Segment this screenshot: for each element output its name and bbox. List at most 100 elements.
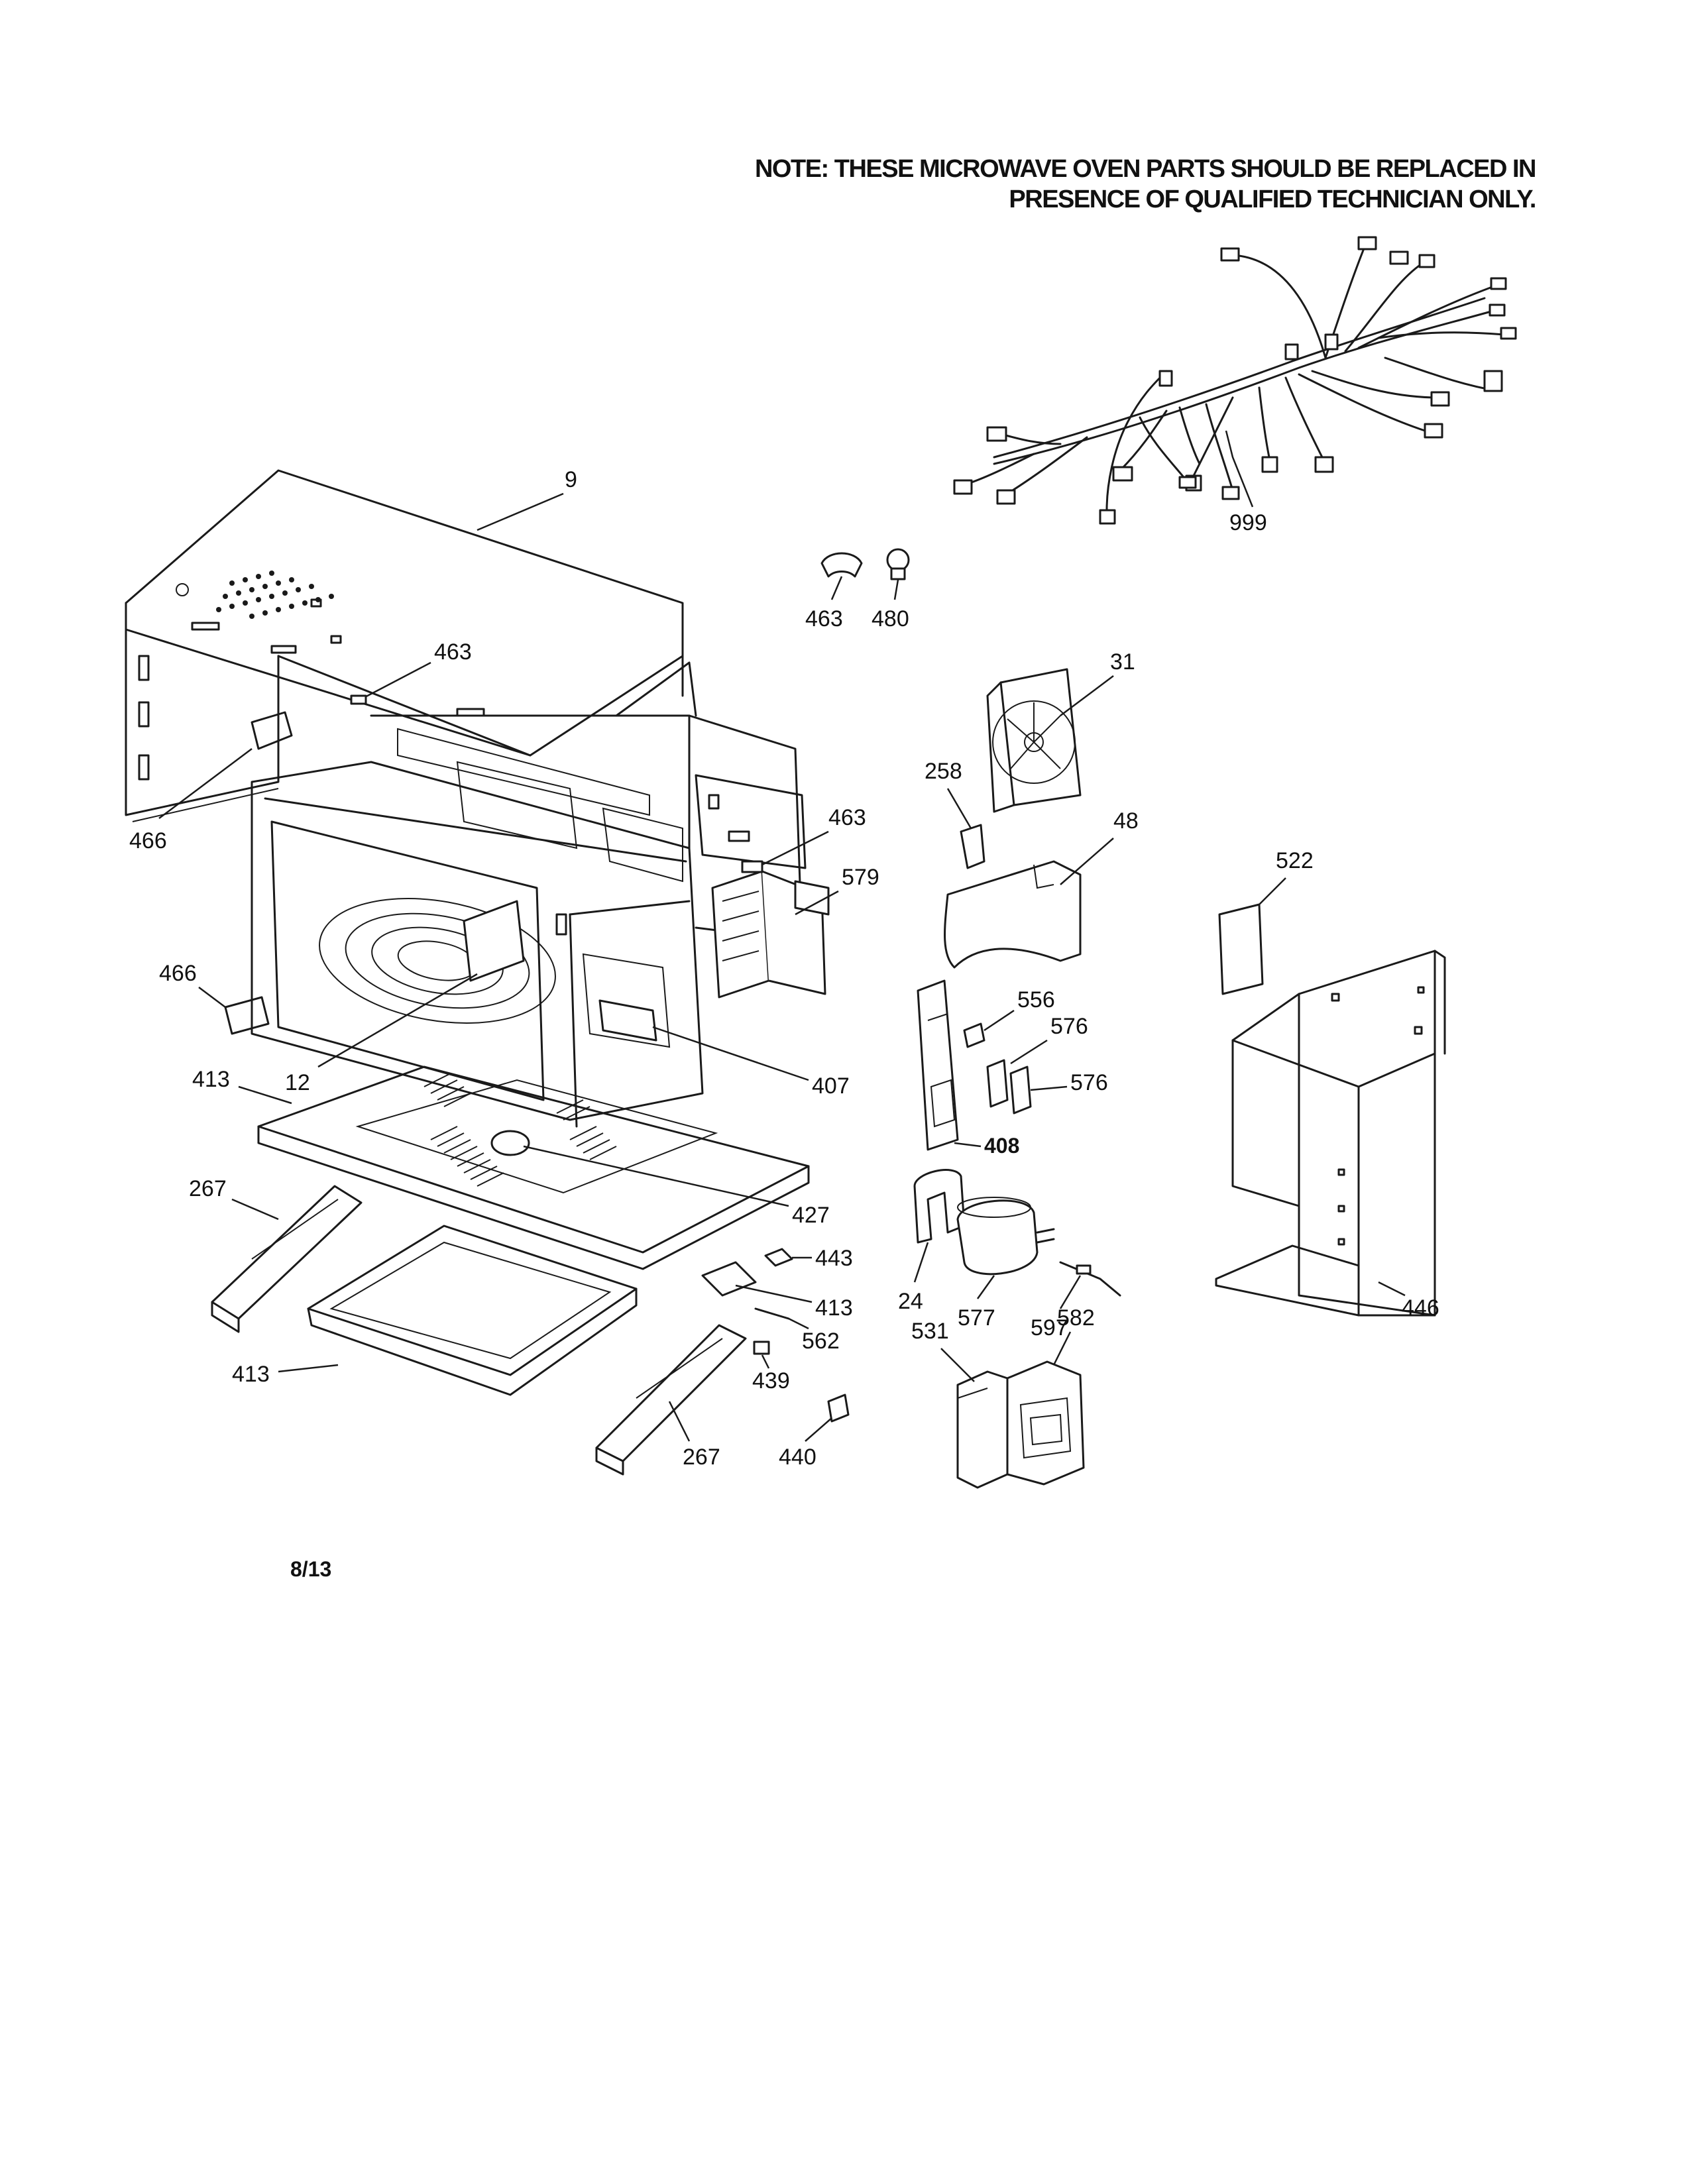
part-label-48: 48 — [1113, 808, 1139, 834]
leader-440 — [805, 1417, 832, 1442]
air-guide-48 — [944, 860, 1082, 969]
base-plate-drawing — [257, 1065, 810, 1270]
switch-576-a — [986, 1059, 1009, 1108]
leader-267-left — [231, 1198, 279, 1221]
sensor-440 — [827, 1393, 850, 1423]
bracket-407 — [598, 999, 657, 1042]
switch-576-b — [1009, 1065, 1032, 1115]
thermostat-439 — [753, 1340, 770, 1355]
part-label-439: 439 — [752, 1368, 790, 1393]
leader-597 — [1059, 1275, 1082, 1309]
outer-cabinet-drawing — [125, 469, 684, 822]
fan-assembly-31 — [986, 668, 1082, 813]
leader-413-base — [238, 1085, 292, 1105]
part-label-443: 443 — [815, 1246, 853, 1271]
thermostat-443 — [764, 1248, 793, 1267]
part-label-407: 407 — [812, 1073, 850, 1099]
part-label-408: 408 — [984, 1134, 1019, 1158]
part-label-463-top: 463 — [805, 606, 843, 631]
part-label-466-upper: 466 — [129, 828, 167, 853]
part-label-463-magnetron: 463 — [828, 805, 866, 830]
bracket-466-lower — [224, 996, 270, 1035]
filter-522 — [1218, 903, 1264, 995]
part-label-576-lower: 576 — [1070, 1070, 1108, 1095]
leader-466-upper — [158, 748, 253, 819]
latch-board-408 — [917, 979, 959, 1151]
leader-466-lower — [198, 987, 226, 1008]
leader-999 — [1225, 430, 1254, 508]
part-label-480: 480 — [872, 606, 909, 631]
leader-576-lower — [1030, 1085, 1068, 1091]
leader-48 — [1060, 838, 1114, 885]
part-label-463-cabinet: 463 — [434, 639, 472, 665]
part-label-466-lower: 466 — [159, 961, 197, 986]
bracket-258 — [960, 824, 985, 869]
technician-note: NOTE: THESE MICROWAVE OVEN PARTS SHOULD … — [608, 154, 1537, 215]
transformer-582 — [956, 1360, 1085, 1489]
part-label-24: 24 — [898, 1289, 923, 1314]
part-label-413-tray: 413 — [232, 1362, 270, 1387]
part-label-556: 556 — [1017, 987, 1055, 1012]
capacitor-bracket-24 — [913, 1169, 966, 1244]
leader-9 — [477, 492, 564, 531]
leader-463-cabinet — [361, 661, 431, 700]
note-line-2: PRESENCE OF QUALIFIED TECHNICIAN ONLY. — [1009, 186, 1536, 213]
rail-267-right — [595, 1324, 747, 1476]
part-label-267-right: 267 — [683, 1445, 720, 1470]
diode-597-body — [1076, 1264, 1092, 1275]
part-label-562: 562 — [802, 1329, 840, 1354]
part-label-258: 258 — [925, 759, 962, 784]
bracket-413-small — [701, 1261, 757, 1297]
diode-597 — [1059, 1261, 1121, 1297]
part-label-522: 522 — [1276, 848, 1314, 873]
leader-408 — [954, 1142, 982, 1148]
leader-267-right — [668, 1401, 691, 1442]
leader-556 — [984, 1009, 1015, 1032]
knob-480-base — [890, 567, 906, 580]
leader-576-upper — [1010, 1039, 1048, 1065]
leader-413-tray — [278, 1364, 339, 1373]
leader-413-small — [735, 1284, 813, 1303]
part-label-597: 597 — [1031, 1315, 1068, 1340]
clip-463-top — [820, 552, 863, 578]
waveguide-cover-12 — [463, 900, 525, 982]
part-label-267-left: 267 — [189, 1176, 227, 1201]
page-code: 8/13 — [290, 1557, 332, 1581]
leader-427 — [523, 1145, 789, 1207]
part-label-531: 531 — [911, 1319, 949, 1344]
part-label-446: 446 — [1402, 1295, 1439, 1321]
leader-582 — [1052, 1331, 1072, 1366]
leader-439 — [761, 1354, 770, 1369]
part-label-9: 9 — [565, 467, 577, 492]
leader-522 — [1259, 877, 1286, 905]
switch-556 — [963, 1022, 985, 1048]
knob-480 — [886, 548, 910, 572]
oven-cavity-drawing — [251, 661, 803, 1128]
part-label-413-base: 413 — [192, 1067, 230, 1092]
back-panel-446 — [1215, 950, 1446, 1317]
rail-267-left — [211, 1185, 363, 1333]
leader-407 — [652, 1026, 809, 1081]
part-label-12: 12 — [285, 1070, 310, 1095]
part-label-576-upper: 576 — [1050, 1014, 1088, 1039]
part-label-413-small: 413 — [815, 1295, 853, 1321]
leader-31 — [1060, 675, 1114, 716]
fuse-562 — [754, 1307, 790, 1320]
leader-446 — [1378, 1281, 1406, 1297]
part-label-577: 577 — [958, 1305, 995, 1331]
leader-579 — [795, 890, 839, 916]
leader-258 — [946, 788, 972, 829]
cavity-side-panel — [695, 774, 807, 869]
clip-463-cabinet — [350, 694, 367, 705]
drip-tray-413 — [307, 1225, 638, 1396]
leader-577 — [976, 1275, 995, 1299]
leader-463-top — [830, 576, 843, 600]
part-label-427: 427 — [792, 1203, 830, 1228]
part-label-579: 579 — [842, 865, 879, 890]
part-label-582: 582 — [1057, 1305, 1095, 1331]
leader-562 — [788, 1317, 809, 1330]
part-label-999: 999 — [1229, 510, 1267, 535]
bracket-466-upper — [251, 711, 293, 750]
